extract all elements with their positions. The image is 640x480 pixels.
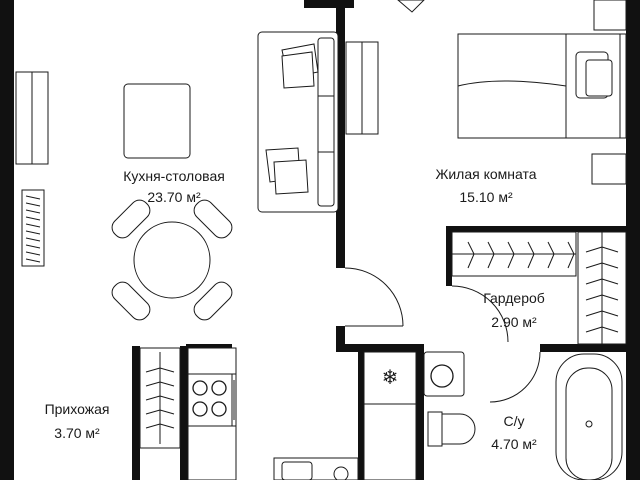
hallway-area: 3.70 м²: [54, 425, 100, 441]
rug-icon: [123, 83, 191, 159]
wall-bath-left: [416, 344, 424, 480]
hallway-label: Прихожая 3.70 м²: [45, 401, 110, 441]
detail-stroke: [601, 310, 619, 317]
wall-partition-lower: [336, 326, 345, 352]
detail-stroke: [585, 310, 603, 317]
wardrobe-rail-right: [577, 231, 627, 345]
sofa-icon: [257, 31, 339, 213]
detail-stroke: [547, 241, 555, 255]
detail-stroke: [527, 241, 535, 255]
bathroom-area: 4.70 м²: [491, 436, 537, 452]
bed-icon: [457, 33, 627, 139]
detail-stroke: [527, 253, 535, 269]
washing-machine-icon: [423, 351, 465, 397]
detail-stroke: [507, 241, 515, 255]
door-swing-living: [344, 267, 404, 327]
wall-bath-top-left: [336, 344, 416, 352]
kitchen-area: 23.70 м²: [147, 189, 201, 205]
bathtub-icon: [555, 353, 623, 480]
detail-stroke: [547, 253, 555, 269]
kitchen-label: Кухня-столовая 23.70 м²: [123, 168, 225, 205]
toilet-icon: [427, 411, 476, 447]
nightstand-icon: [591, 153, 627, 185]
wall-bath-right-lower: [358, 352, 364, 480]
lamp-icon: [397, 0, 425, 13]
sink-icon: [273, 457, 359, 480]
bathroom-label: С/у 4.70 м²: [491, 413, 537, 452]
radiator-icon: [21, 189, 45, 267]
detail-stroke: [25, 216, 41, 221]
wall-left-outer: [0, 0, 14, 480]
wall-kitchen-block: [186, 344, 232, 348]
wall-partition-vertical: [336, 0, 345, 268]
detail-stroke: [467, 241, 475, 255]
wardrobe-area: 2.90 м²: [491, 314, 537, 330]
stove-icon: [187, 373, 235, 427]
bathroom-name: С/у: [504, 413, 525, 429]
hallway-closet: [139, 347, 181, 449]
wall-wardrobe-top: [448, 226, 626, 232]
detail-stroke: [25, 237, 41, 242]
detail-stroke: [145, 367, 161, 373]
detail-stroke: [145, 423, 161, 429]
detail-stroke: [585, 326, 603, 333]
wall-hall-left: [132, 346, 140, 480]
detail-stroke: [25, 230, 41, 235]
detail-stroke: [585, 294, 603, 301]
counter-cabinet: [363, 403, 417, 480]
detail-stroke: [601, 278, 619, 285]
detail-stroke: [159, 423, 175, 429]
detail-stroke: [159, 395, 175, 401]
detail-stroke: [467, 253, 475, 269]
detail-stroke: [487, 253, 495, 269]
window-middle: [345, 41, 379, 135]
wardrobe-name: Гардероб: [483, 290, 545, 306]
door-swing-wardrobe: [451, 285, 509, 343]
detail-stroke: [585, 262, 603, 269]
detail-stroke: [25, 209, 41, 214]
detail-stroke: [567, 253, 575, 269]
kitchen-name: Кухня-столовая: [123, 168, 225, 184]
detail-stroke: [487, 241, 495, 255]
window-left: [15, 71, 49, 165]
detail-stroke: [145, 381, 161, 387]
detail-stroke: [567, 241, 575, 255]
detail-stroke: [25, 258, 41, 263]
wall-top-mid: [304, 0, 354, 8]
detail-stroke: [601, 326, 619, 333]
detail-stroke: [145, 409, 161, 415]
detail-stroke: [25, 251, 41, 256]
living-area: 15.10 м²: [459, 189, 513, 205]
detail-stroke: [601, 294, 619, 301]
wardrobe-rail-top: [451, 231, 577, 277]
living-name: Жилая комната: [435, 166, 536, 182]
detail-stroke: [159, 409, 175, 415]
detail-stroke: [25, 223, 41, 228]
detail-stroke: [601, 246, 619, 253]
dining-table-icon: [111, 199, 233, 321]
detail-stroke: [25, 195, 41, 200]
wall-bath-top-right: [540, 344, 626, 352]
wall-hall-right: [180, 346, 188, 480]
detail-stroke: [159, 367, 175, 373]
wall-right-outer: [626, 0, 640, 480]
wardrobe-label: Гардероб 2.90 м²: [483, 290, 545, 330]
detail-stroke: [159, 381, 175, 387]
living-label: Жилая комната 15.10 м²: [435, 166, 536, 205]
snowflake-icon: ❄: [382, 365, 399, 389]
nightstand-top-icon: [593, 0, 627, 31]
wall-wardrobe-left: [446, 226, 452, 286]
detail-stroke: [585, 278, 603, 285]
detail-stroke: [25, 202, 41, 207]
detail-stroke: [25, 244, 41, 249]
detail-stroke: [507, 253, 515, 269]
detail-stroke: [585, 246, 603, 253]
detail-stroke: [145, 395, 161, 401]
door-swing-bathroom: [489, 351, 541, 403]
hallway-name: Прихожая: [45, 401, 110, 417]
detail-stroke: [601, 262, 619, 269]
fridge-icon: ❄: [363, 351, 417, 405]
